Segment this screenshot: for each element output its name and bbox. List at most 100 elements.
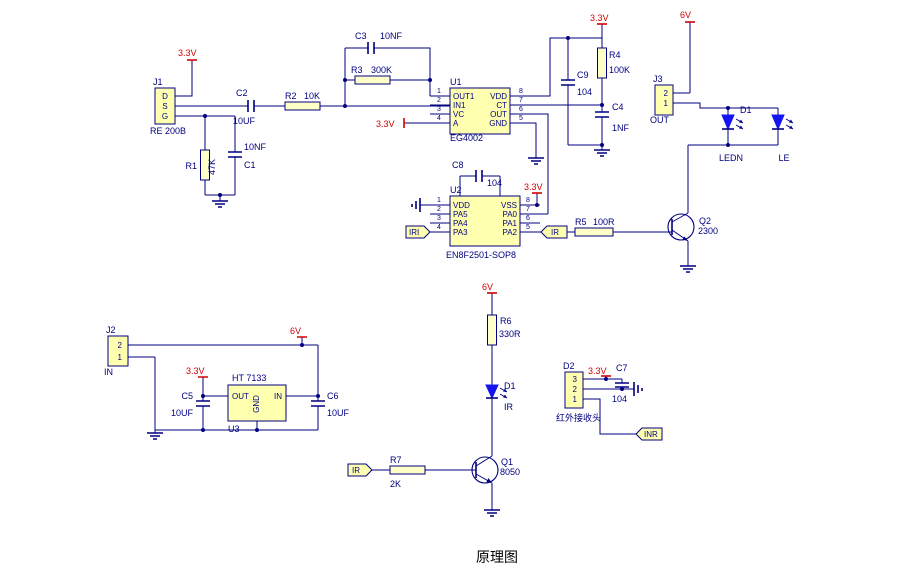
r6-value-label: 330R [499,329,521,339]
wire-segments [613,22,779,266]
power-6v-label-1: 6V [680,10,691,20]
junction-dot [604,377,608,381]
junction-dot [218,193,222,197]
power-33v-label-1: 3.3V [178,48,197,58]
junction-dot [726,143,730,147]
u2-pin-number: 5 [526,224,530,231]
r6-body [487,314,497,346]
j2-body [107,335,129,367]
ground-symbol-right [633,382,643,396]
junction-dot [203,114,207,118]
j2-pin2-label: 2 [118,341,123,350]
u2-pin-number: 8 [526,197,530,204]
q1-legs [475,455,493,484]
u2-pin-number: 7 [526,206,530,213]
u1-pin-name: IN1 [453,101,466,110]
u2-pin-name: VDD [453,201,470,210]
ic-u1: 3.3V U1 EG4002 1 2 3 4 8 7 6 5 OUT1 IN1 … [376,77,530,143]
ground-symbol [484,509,500,517]
capacitor-plates [475,170,483,182]
u1-part-label: EG4002 [450,133,483,143]
u2-ref-label: U2 [450,185,462,195]
junction-dot [428,78,432,82]
r7-body [389,465,426,475]
net-port-inr [635,427,663,441]
u1-pin-number: 1 [437,88,441,95]
j3-ref-label: J3 [653,74,663,84]
junction-dots [201,36,730,432]
section-output-leds: 6V J3 2 1 OUT D1 LEDN LE Q2 2300 [613,10,794,273]
d2-part-label: 红外接收头 [556,412,601,423]
ground-symbol [528,149,610,165]
arrow-head [789,119,793,123]
u1-pin-name: OUT1 [453,92,475,101]
led-emission-arrows [735,118,794,130]
j3-pin1-label: 1 [664,99,669,108]
u1-pin-number: 6 [519,106,523,113]
u1-pin-name: VDD [490,92,507,101]
q2-emitter-arrow [682,236,688,241]
c4-ref-label: C4 [612,102,624,112]
net-port-iri-label: IRI [409,228,419,237]
u3-body [227,384,287,422]
ground-symbol-left [411,198,421,212]
power-33v-label-2: 3.3V [376,119,395,129]
u1-pin-number: 7 [519,97,523,104]
junction-dot [201,428,205,432]
ground-symbol [147,432,163,440]
c3-value-label: 10NF [380,31,403,41]
u3-pin-out-label: OUT [232,392,249,401]
u1-pin-name: CT [496,101,507,110]
c4-value-label: 1NF [612,123,630,133]
c7-value-label: 104 [612,394,627,404]
j1-pin-d-label: D [162,92,168,101]
arrow-head [739,119,743,123]
q2-legs [671,212,689,242]
junction-dot [201,394,205,398]
c3-ref-label: C3 [355,31,367,41]
u2-pin-number: 4 [437,224,441,231]
wire-segments [372,293,493,510]
j1-ref-label: J1 [153,77,163,87]
arrow-head [503,388,507,392]
q2-part-label: 2300 [698,226,718,236]
u2-pin-name: PA0 [502,210,517,219]
junction-dot [600,103,604,107]
u3-pin-in-label: IN [274,392,282,401]
junction-dot [620,387,624,391]
junction-dot [600,143,604,147]
r4-value-label: 100K [609,65,630,75]
junction-dot [343,78,347,82]
u3-ref-label: U3 [228,424,240,434]
j3-body [654,84,674,116]
d2-pin3-label: 3 [573,375,578,384]
u1-pin-name: A [453,119,459,128]
junction-dot [343,104,347,108]
u2-part-label: EN8F2501-SOP8 [446,250,516,260]
c2-ref-label: C2 [236,88,248,98]
wire-segments [420,175,575,233]
j2-pin1-label: 1 [118,353,123,362]
section-ir-receiver: 3.3V D2 3 2 1 红外接收头 C7 104 INR [556,361,663,441]
j3-pin2-label: 2 [664,89,669,98]
u2-pin-number: 3 [437,215,441,222]
j2-ref-label: J2 [106,325,116,335]
power-33v-label-4: 3.3V [524,182,543,192]
power-33v-label-6: 3.3V [588,366,607,376]
d1-pilot-part-label: LEDN [719,153,743,163]
r5-body [574,227,614,237]
q1-ref-label: Q1 [501,457,513,467]
d1-ir-ref-label: D1 [504,381,516,391]
section-regulator: 6V 3.3V J2 2 1 IN HT 7133 OUT IN GND U3 … [104,325,350,440]
d2-pin2-label: 2 [573,385,578,394]
c8-ref-label: C8 [452,160,464,170]
d1-ir-label: IR [504,402,514,412]
wire-segments [583,376,636,435]
r2-ref-label: R2 [285,91,297,101]
c1-value-label: 10NF [244,142,267,152]
r1-value-label: 47K [207,159,217,175]
d1-pilot-ref-label: D1 [740,105,752,115]
u2-pin-name: PA3 [453,228,468,237]
